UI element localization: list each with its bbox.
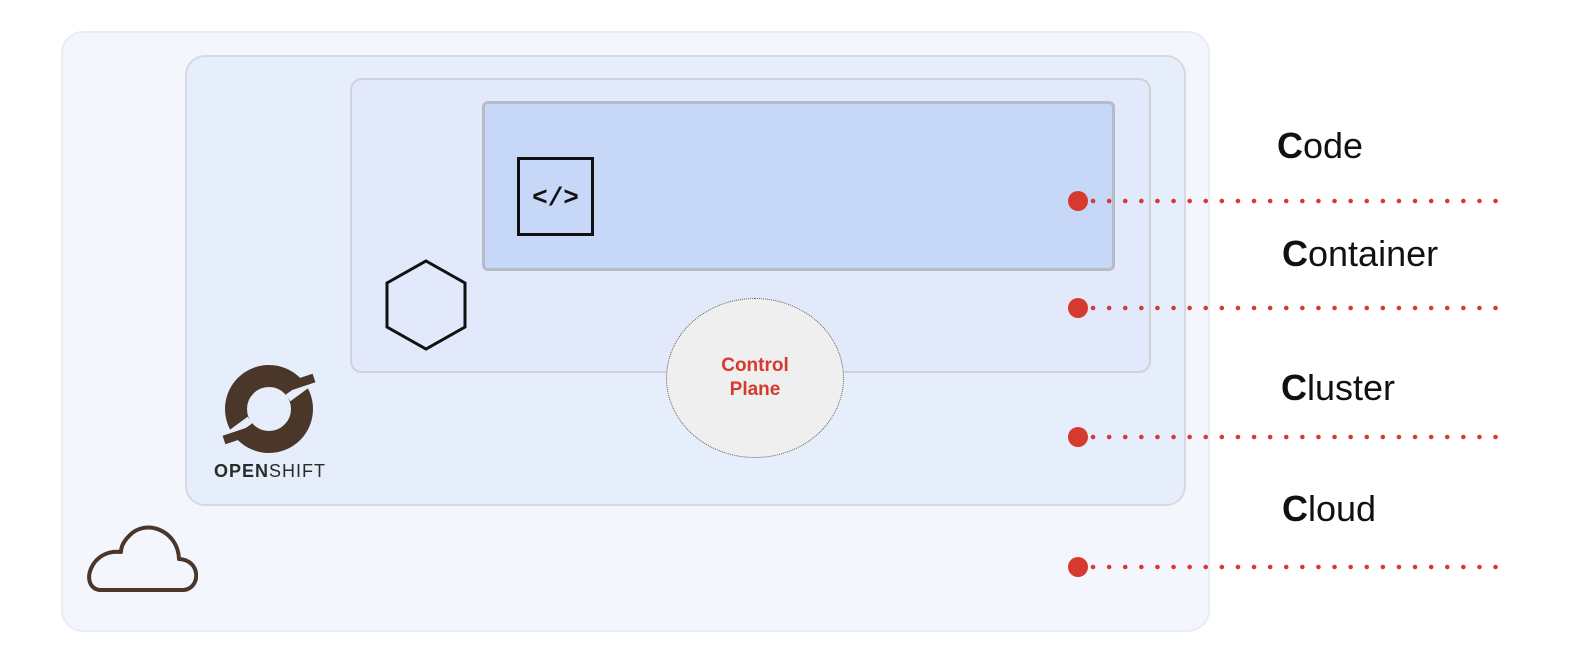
layer-label-rest: loud [1308,488,1377,529]
layer-label-initial: C [1281,367,1307,408]
openshift-wordmark-regular: SHIFT [269,461,327,481]
layer-label-initial: C [1282,233,1308,274]
layer-label-initial: C [1277,125,1303,166]
control-plane-circle: Control Plane [666,298,844,458]
connector-dot-cloud [1068,557,1088,577]
layer-label-rest: ontainer [1308,233,1439,274]
layer-label-rest: ode [1303,125,1364,166]
layer-label-cluster: Cluster [1281,367,1395,409]
cloud-icon [87,525,198,592]
layer-label-container: Container [1282,233,1438,275]
code-layer-box [482,101,1115,271]
control-plane-label-line2: Plane [729,379,781,400]
code-brackets-icon: </> [517,157,594,236]
openshift-wordmark: OPENSHIFT [214,461,334,482]
control-plane-label-line1: Control [721,355,789,376]
hexagon-icon [385,259,467,351]
connector-dot-container [1068,298,1088,318]
connector-dot-code [1068,191,1088,211]
code-icon-glyph: </> [532,183,579,213]
layer-label-code: Code [1277,125,1363,167]
layer-label-cloud: Cloud [1282,488,1376,530]
layer-label-rest: luster [1307,367,1396,408]
connector-dot-cluster [1068,427,1088,447]
layer-label-initial: C [1282,488,1308,529]
openshift-logo [218,365,320,453]
openshift-wordmark-bold: OPEN [214,461,270,481]
